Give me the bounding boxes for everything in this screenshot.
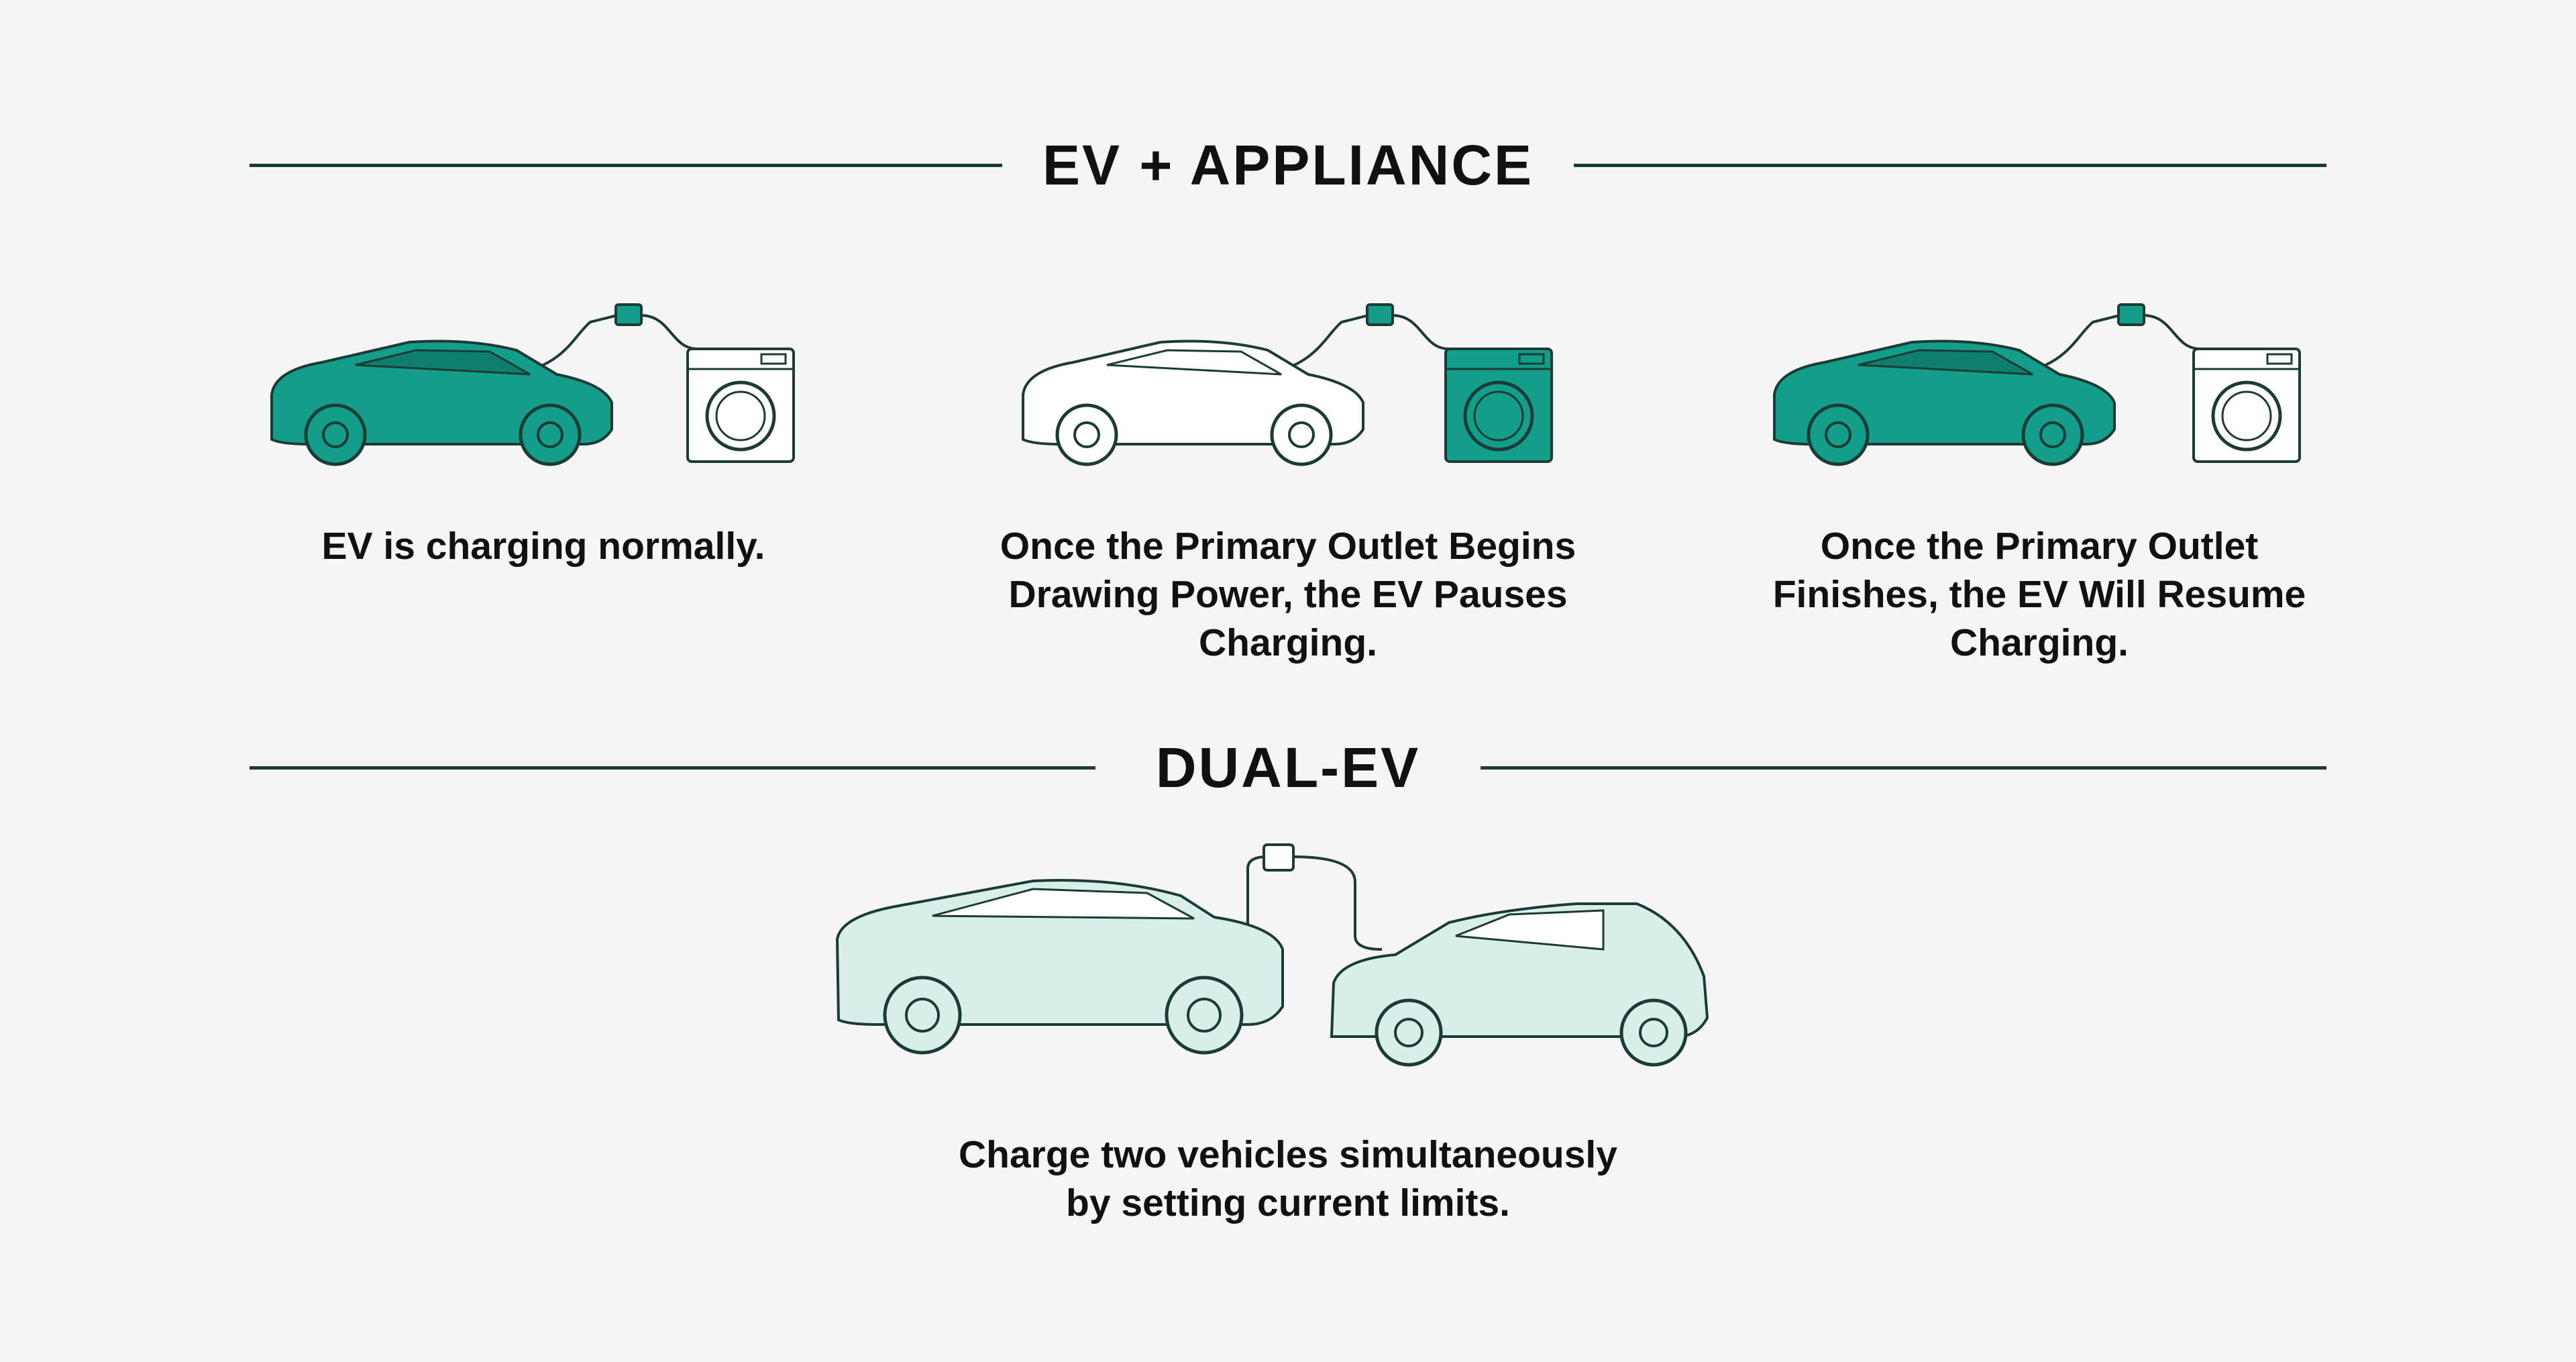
- dual-ev-illustration: [832, 842, 1744, 1067]
- scenario-2-illustration: [1020, 295, 1556, 473]
- scenario-3-illustration: [1771, 295, 2308, 473]
- washing-machine-icon: [686, 348, 795, 463]
- section-title-ev-appliance: EV + APPLIANCE: [1042, 133, 1534, 197]
- charger-plug-icon: [2117, 303, 2145, 326]
- car-icon: [1022, 339, 1364, 466]
- dual-ev-caption: Charge two vehicles simultaneously by se…: [959, 1133, 1617, 1224]
- scenario-2-caption: Once the Primary Outlet Begins Drawing P…: [1000, 525, 1576, 664]
- car-icon: [270, 339, 613, 466]
- divider-right: [1481, 766, 2327, 770]
- car-icon: [1330, 902, 1709, 1067]
- charger-plug-icon: [1366, 303, 1394, 326]
- section-header-dual-ev: DUAL-EV: [250, 727, 2327, 808]
- divider-left: [250, 163, 1002, 167]
- section-title-dual-ev: DUAL-EV: [1155, 735, 1421, 799]
- scenario-1-illustration: [268, 295, 805, 473]
- charger-plug-icon: [1263, 843, 1295, 872]
- charger-plug-icon: [614, 303, 643, 326]
- divider-left: [250, 766, 1095, 770]
- divider-right: [1574, 163, 2327, 167]
- scenario-1-caption: EV is charging normally.: [321, 525, 765, 568]
- car-icon: [835, 878, 1284, 1055]
- section-header-ev-appliance: EV + APPLIANCE: [250, 125, 2327, 205]
- washing-machine-icon: [2192, 348, 2301, 463]
- car-icon: [1773, 339, 2116, 466]
- scenario-3-caption: Once the Primary Outlet Finishes, the EV…: [1772, 525, 2306, 664]
- washing-machine-icon: [1444, 348, 1553, 463]
